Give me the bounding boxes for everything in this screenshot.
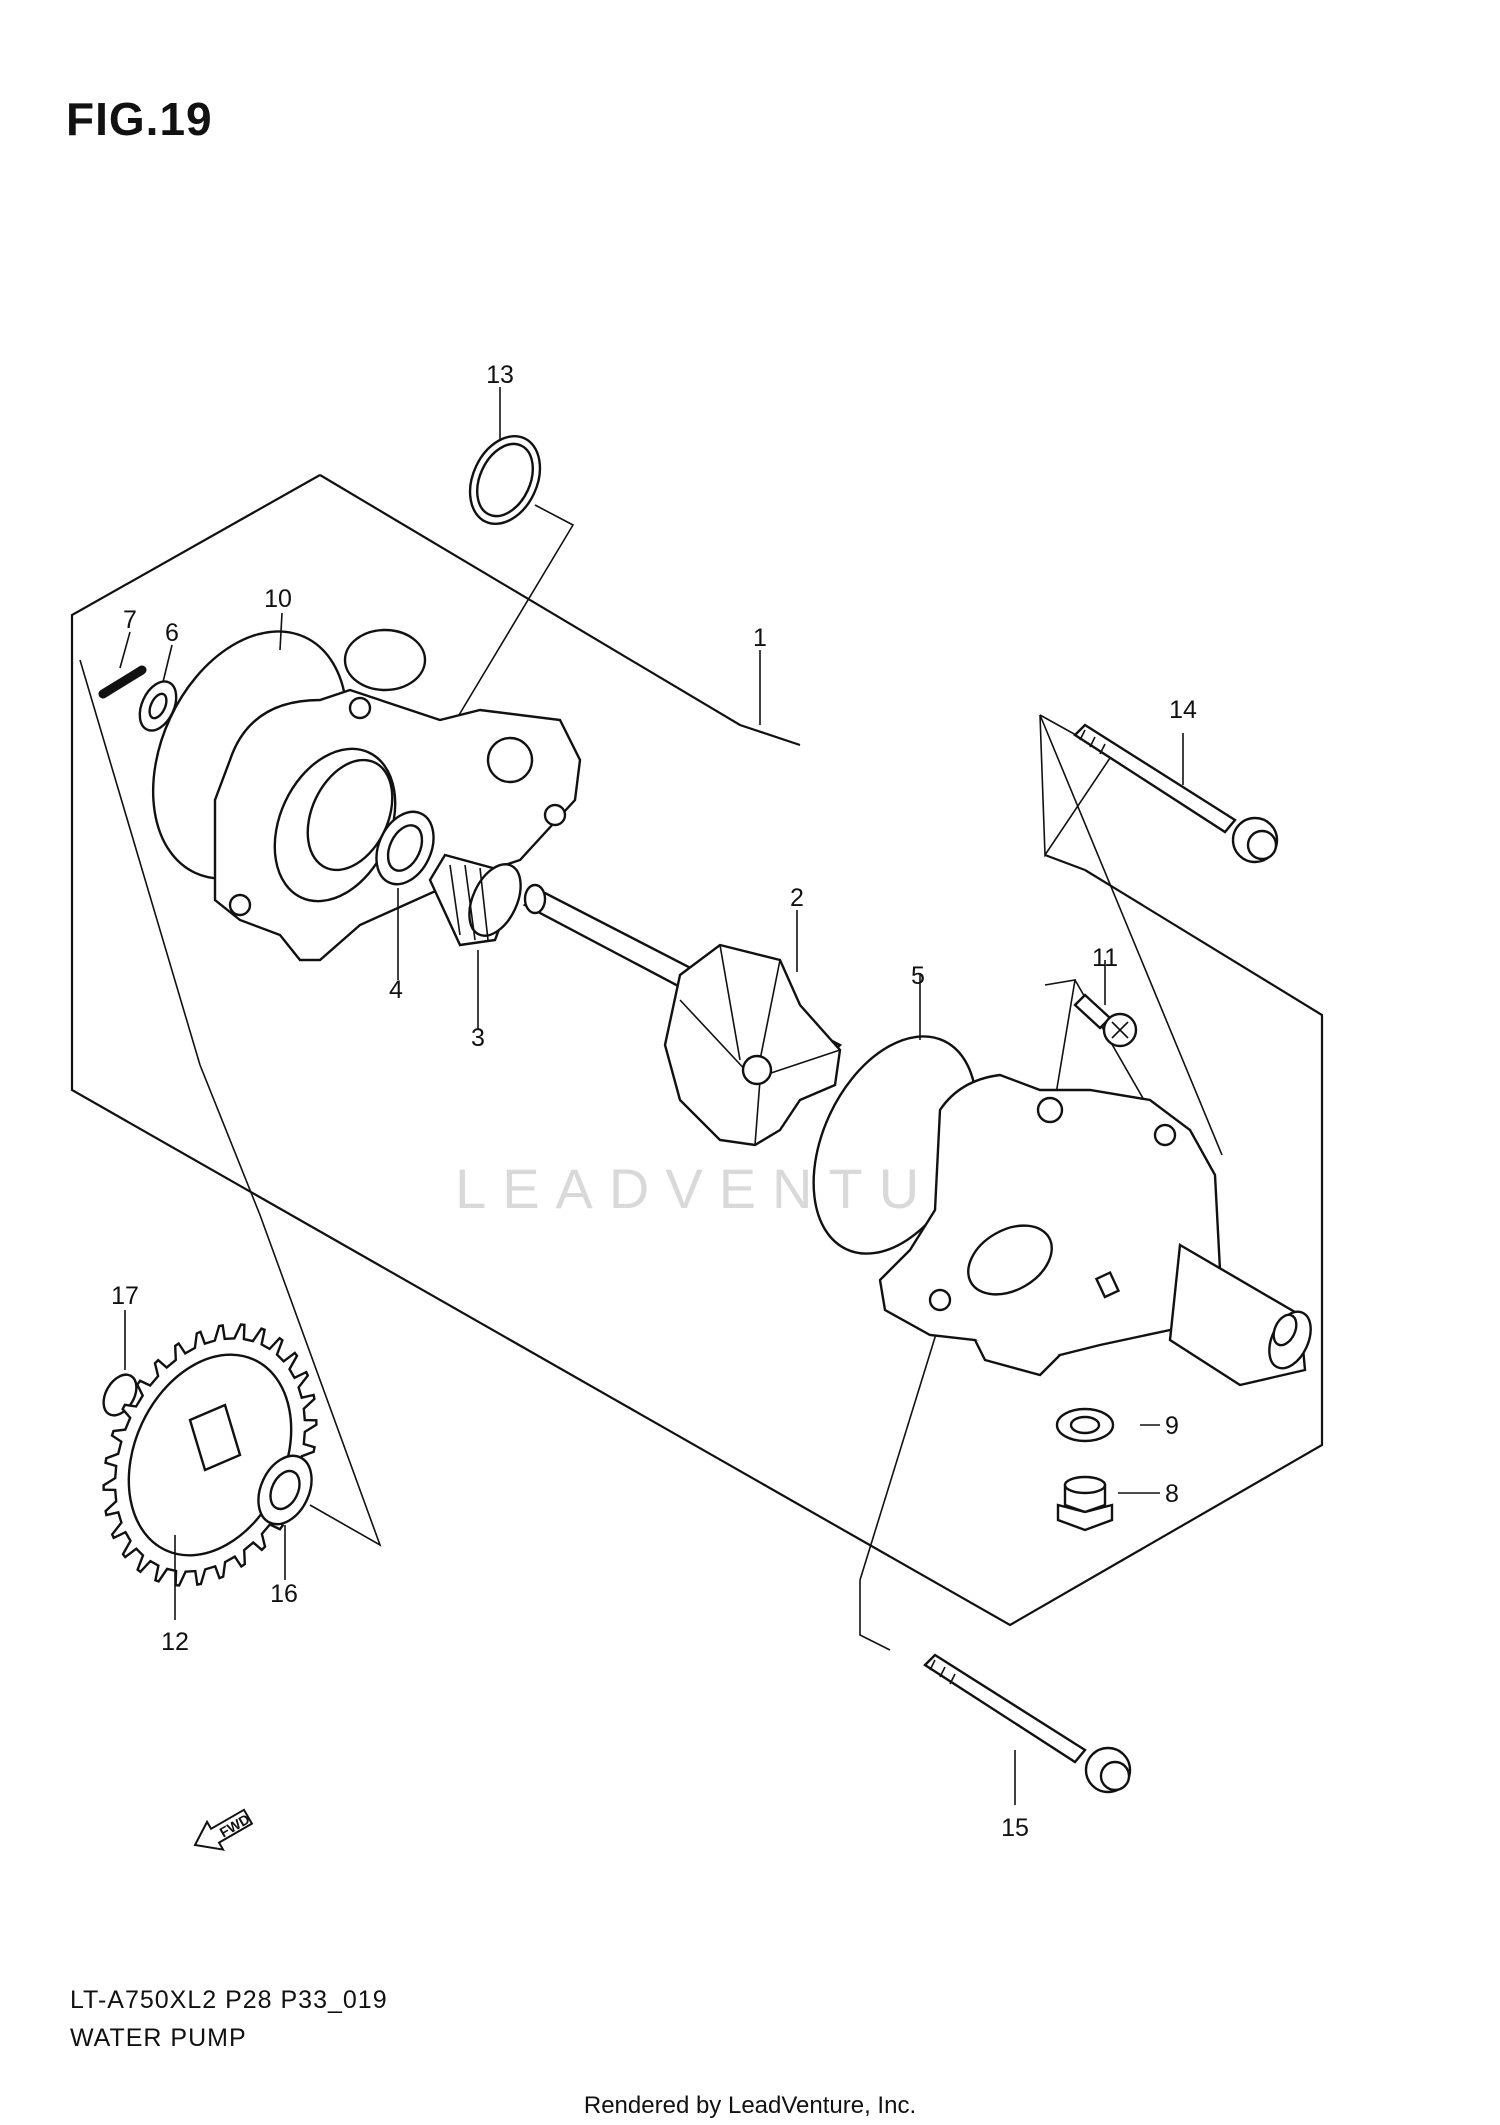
- part-12-gear: [102, 1323, 318, 1587]
- part-3-mechanical-seal: [428, 853, 522, 947]
- watermark-text: LEADVENTURE: [455, 1157, 1045, 1220]
- callout-9: 9: [1165, 1412, 1179, 1440]
- part-9-washer: [1055, 1407, 1115, 1443]
- callout-3: 3: [471, 1024, 485, 1052]
- callout-2: 2: [790, 884, 804, 912]
- callout-10: 10: [264, 585, 292, 613]
- callout-7: 7: [123, 606, 137, 634]
- callout-4: 4: [389, 976, 403, 1004]
- part-8-drain-bolt: [1056, 1475, 1114, 1532]
- callout-5: 5: [911, 962, 925, 990]
- callout-15: 15: [1001, 1814, 1029, 1842]
- callout-17: 17: [111, 1282, 139, 1310]
- callout-12: 12: [161, 1628, 189, 1656]
- fwd-direction-arrow: FWD: [193, 1808, 254, 1851]
- part-16-washer: [257, 1454, 313, 1526]
- part-14-bolt: [1073, 723, 1279, 864]
- callout-numbers: 13 10 7 6 1 14 2 5 11 4 3 9 8 17 16 12 1…: [111, 361, 1197, 1842]
- assembly-outline: [70, 474, 1324, 1627]
- pump-body: [878, 1073, 1312, 1387]
- callout-1: 1: [753, 624, 767, 652]
- part-2-impeller: [663, 943, 842, 1147]
- callout-11: 11: [1092, 944, 1118, 972]
- footer-credit: Rendered by LeadVenture, Inc.: [583, 2092, 917, 2119]
- part-15-bolt: [923, 1653, 1132, 1794]
- figure-title: FIG.19: [66, 93, 213, 145]
- model-code-caption: LT-A750XL2 P28 P33_019: [70, 1986, 388, 2014]
- part-13-o-ring: [468, 434, 542, 526]
- part-4-oil-seal: [375, 810, 435, 886]
- part-11-bolt: [1073, 993, 1138, 1048]
- leader-lines: [119, 387, 1184, 1805]
- figure-name-caption: WATER PUMP: [70, 2024, 247, 2052]
- callout-14: 14: [1169, 696, 1197, 724]
- part-7-pin: [98, 665, 147, 699]
- bracket-15: [859, 1304, 946, 1651]
- callout-16: 16: [270, 1580, 298, 1608]
- callout-8: 8: [1165, 1480, 1179, 1508]
- bracket-13: [449, 504, 575, 731]
- bracket-12: [79, 659, 382, 1547]
- part-17-circlip: [102, 1373, 138, 1417]
- callout-6: 6: [165, 619, 179, 647]
- callout-13: 13: [486, 361, 514, 389]
